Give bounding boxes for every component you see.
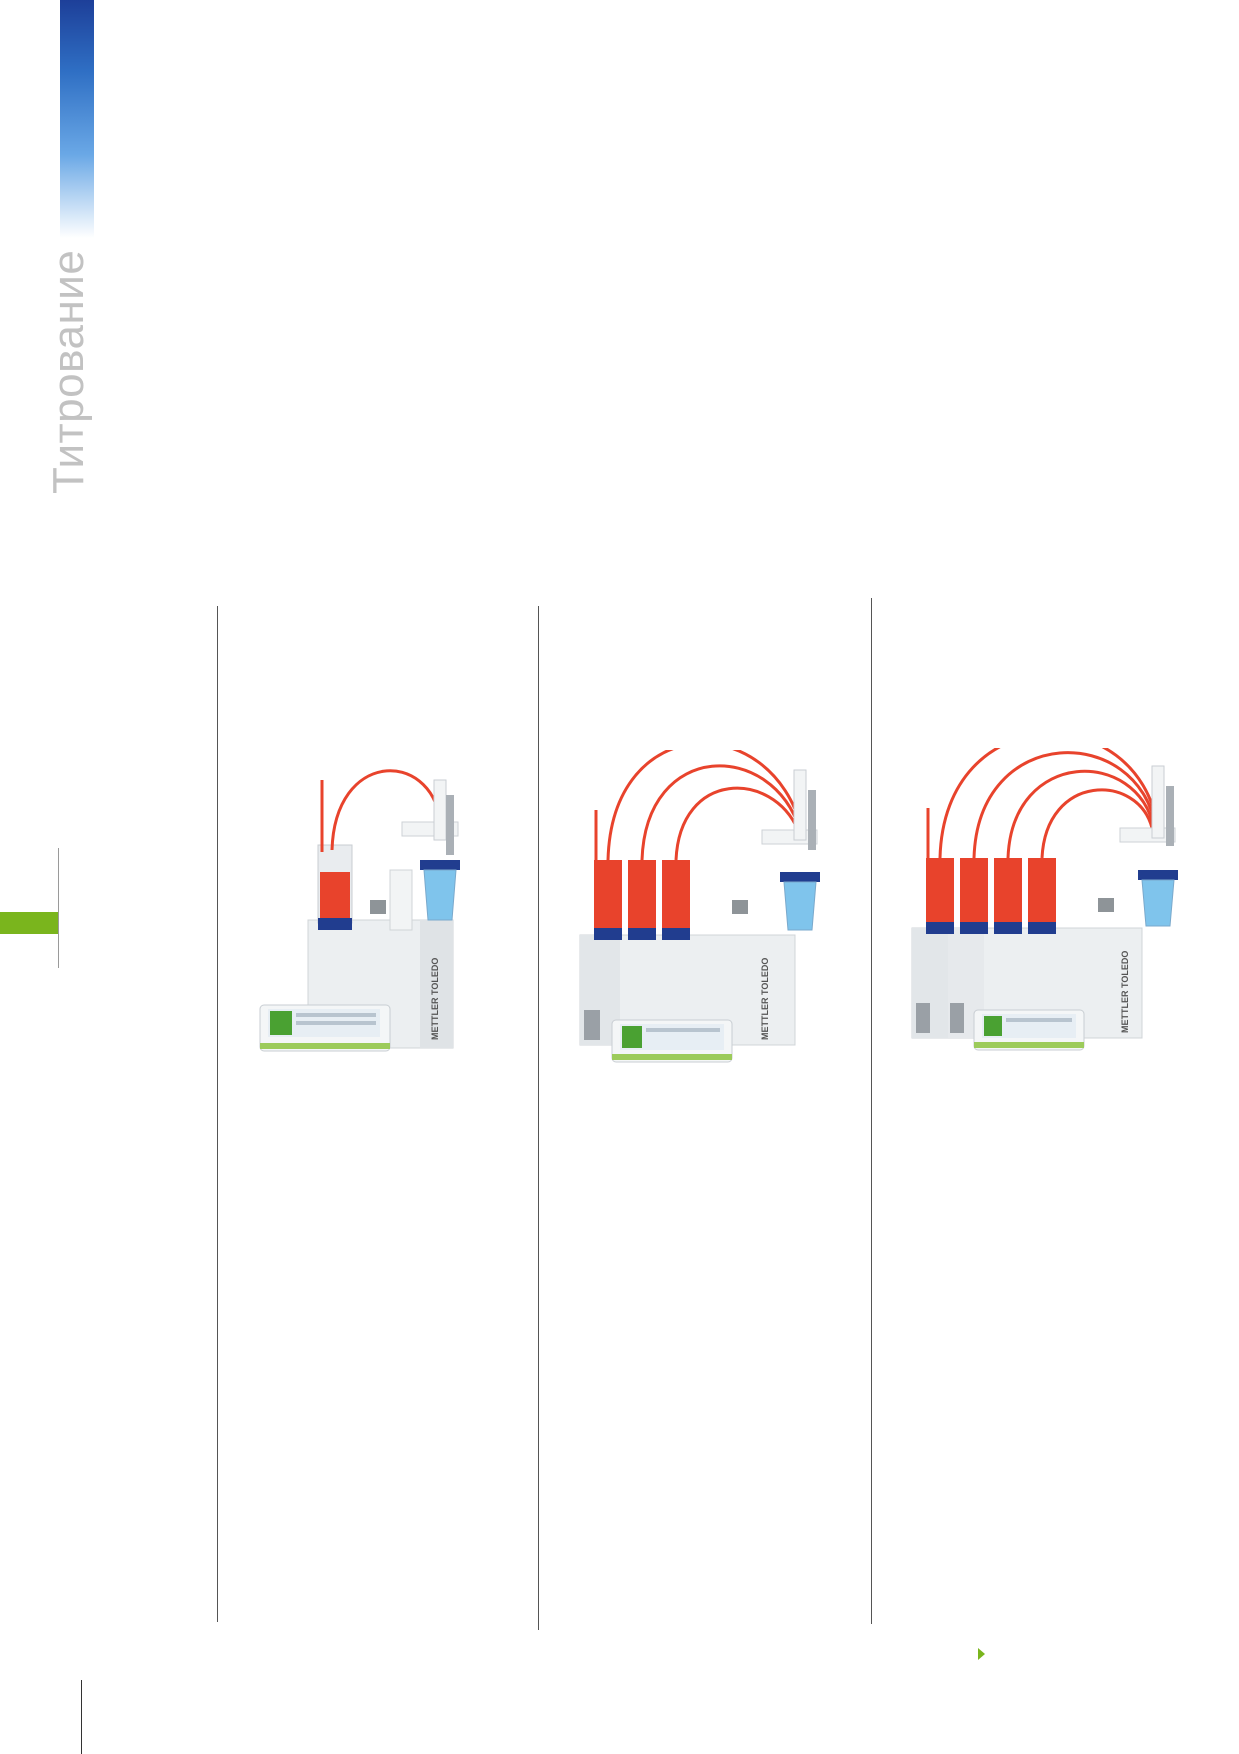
column-divider-3 bbox=[871, 598, 872, 1624]
titrator-4-burette-image: METTLER TOLEDO bbox=[911, 748, 1178, 1051]
next-page-arrow-icon[interactable] bbox=[978, 1648, 985, 1660]
titrator-1-brand-label: METTLER TOLEDO bbox=[430, 958, 440, 1040]
sidebar-marker-green bbox=[0, 912, 58, 934]
column-divider-2 bbox=[538, 606, 539, 1630]
sidebar-marker-line bbox=[58, 848, 59, 968]
sidebar-gradient-bar bbox=[60, 0, 94, 238]
titrator-1-burette-image: METTLER TOLEDO bbox=[259, 769, 460, 1052]
titrator-3-brand-label: METTLER TOLEDO bbox=[1120, 951, 1130, 1033]
bottom-rule bbox=[81, 1680, 82, 1754]
titrator-3-burette-image: METTLER TOLEDO bbox=[579, 750, 820, 1063]
sidebar-section-title: Титрование bbox=[44, 249, 93, 494]
column-divider-1 bbox=[217, 606, 218, 1622]
titrator-2-brand-label: METTLER TOLEDO bbox=[760, 958, 770, 1040]
